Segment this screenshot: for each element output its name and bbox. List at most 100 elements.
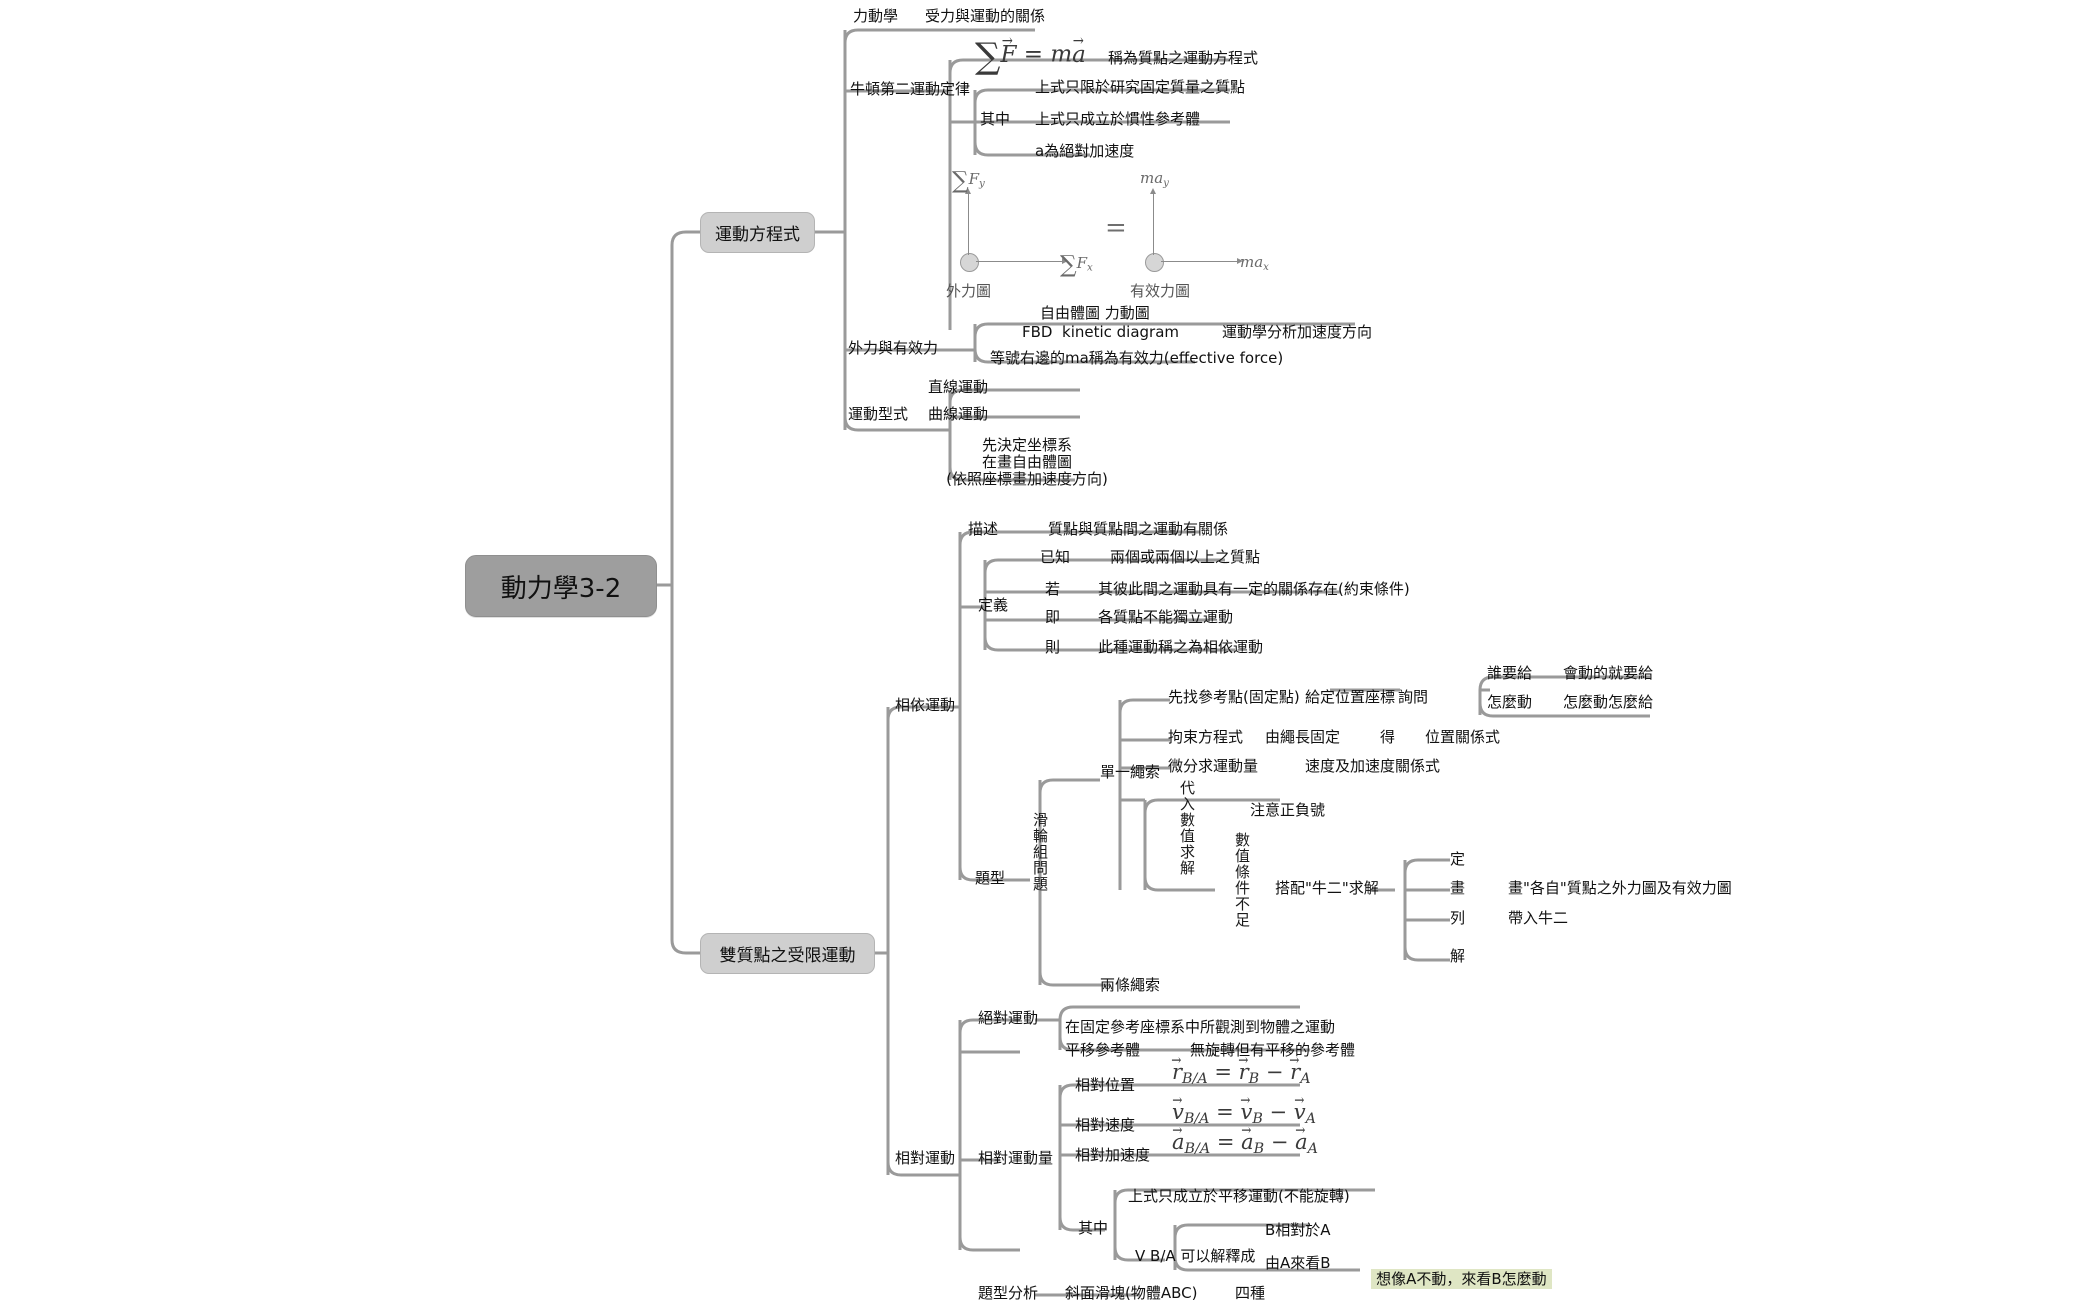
pair-row-key-2: 列	[1450, 909, 1466, 927]
relative-row-formula-2: aB/A = aB − aA	[1172, 1130, 1318, 1157]
vba-highlight-note: 想像A不動，來看B怎麼動	[1371, 1269, 1552, 1289]
label-problem-type: 題型	[975, 869, 1006, 887]
fbd-right-max: max	[1240, 253, 1269, 273]
single-rope-row-text-2: 速度及加速度關係式	[1305, 757, 1441, 775]
label-newton-formula-note: 稱為質點之運動方程式	[1108, 49, 1259, 67]
label-problem-analysis-count: 四種	[1235, 1284, 1266, 1302]
label-motion-type: 運動型式	[848, 405, 909, 423]
relative-row-key-1: 相對速度	[1075, 1116, 1136, 1134]
fbd-right-y-axis	[1153, 193, 1154, 255]
definition-row-text-2: 各質點不能獨立運動	[1098, 608, 1234, 626]
label-kinetics-desc: 受力與運動的關係	[925, 7, 1046, 25]
label-definition: 定義	[978, 596, 1009, 614]
fbd-right-may: may	[1140, 169, 1169, 189]
label-relative-quantity: 相對運動量	[978, 1149, 1054, 1167]
root-label: 動力學3-2	[500, 573, 622, 604]
label-absolute-motion: 絕對運動	[978, 1009, 1039, 1027]
label-newton-second-law: 牛頓第二運動定律	[850, 80, 971, 98]
label-problem-analysis: 題型分析	[978, 1284, 1039, 1302]
fbd-left-caption: 外力圖	[946, 282, 992, 300]
vba-row-key-1: 由A來看B	[1265, 1254, 1331, 1272]
label-translating-frame: 平移參考體	[1065, 1041, 1141, 1059]
branch-node-two-particle[interactable]: 雙質點之受限運動	[700, 933, 875, 974]
fbd-left-particle	[960, 253, 979, 272]
fbd-right-particle	[1145, 253, 1164, 272]
pair-row-key-1: 畫	[1450, 879, 1466, 897]
fbd-right-x-arrow	[1237, 258, 1243, 264]
label-ask: 詢問	[1398, 688, 1429, 706]
vba-row-value-1: 想像A不動，來看B怎麼動	[1352, 1254, 1552, 1305]
fbd-right-caption: 有效力圖	[1130, 282, 1191, 300]
fbd-left-sum-fx: ∑Fx	[1060, 251, 1093, 278]
pair-row-key-3: 解	[1450, 947, 1466, 965]
label-motion-type-item-1: 曲線運動	[928, 405, 989, 423]
vba-row-key-0: B相對於A	[1265, 1221, 1331, 1239]
formula-newton-second-law: ∑F = ma	[975, 36, 1086, 77]
label-among-2: 其中	[1078, 1219, 1109, 1237]
single-rope-row-key-1: 拘束方程式	[1168, 728, 1244, 746]
pair-row-value-1: 畫"各自"質點之外力圖及有效力圖	[1508, 879, 1732, 897]
fbd-figure: ∑Fy ∑Fx 外力圖 = may max 有效力圖	[940, 165, 1270, 300]
definition-row-text-3: 此種運動稱之為相依運動	[1098, 638, 1264, 656]
single-rope-row-text-1: 由繩長固定	[1265, 728, 1341, 746]
relative-row-key-2: 相對加速度	[1075, 1146, 1151, 1164]
ask-row-key-0: 誰要給	[1487, 664, 1533, 682]
definition-row-key-2: 即	[1045, 608, 1061, 626]
single-rope-row-text-0: 給定位置座標	[1305, 688, 1396, 706]
branch-label-motion-equation: 運動方程式	[715, 225, 800, 245]
root-node[interactable]: 動力學3-2	[465, 555, 657, 617]
single-rope-row-key-0: 先找參考點(固定點)	[1168, 688, 1300, 706]
fbd-right-x-axis	[1161, 261, 1239, 262]
branch-node-motion-equation[interactable]: 運動方程式	[700, 212, 815, 253]
label-vba-explain: V B/A 可以解釋成	[1135, 1247, 1256, 1265]
single-rope-row-key-2: 微分求運動量	[1168, 757, 1259, 775]
relative-row-formula-1: vB/A = vB − vA	[1172, 1100, 1316, 1127]
fbd-equals-sign: =	[1105, 213, 1127, 243]
label-among-1: 其中	[980, 110, 1011, 128]
label-fbd-line1: 自由體圖 力動圖	[1040, 304, 1150, 322]
label-problem-analysis-text: 斜面滑塊(物體ABC)	[1065, 1284, 1198, 1302]
label-motion-type-note: 先決定坐標系 在畫自由體圖 (依照座標畫加速度方向)	[946, 436, 1108, 488]
label-fbd-line2: FBD kinetic diagram	[1022, 323, 1180, 341]
relative-row-key-0: 相對位置	[1075, 1076, 1136, 1094]
ask-row-value-0: 會動的就要給	[1563, 664, 1654, 682]
pair-row-value-2: 帶入牛二	[1508, 909, 1569, 927]
definition-row-key-1: 若	[1045, 580, 1061, 598]
fbd-left-y-axis	[968, 193, 969, 255]
label-external-effective-force: 外力與有效力	[848, 339, 939, 357]
label-pair-newton2: 搭配"牛二"求解	[1275, 879, 1379, 897]
label-dependent-motion: 相依運動	[895, 696, 956, 714]
fbd-left-x-axis	[976, 261, 1064, 262]
label-kinematics-note: 運動學分析加速度方向	[1222, 323, 1373, 341]
definition-row-text-0: 兩個或兩個以上之質點	[1110, 548, 1261, 566]
definition-row-key-0: 已知	[1040, 548, 1071, 566]
single-rope-row-text2-1: 得	[1380, 728, 1396, 746]
definition-row-key-3: 則	[1045, 638, 1061, 656]
fbd-right-y-arrow	[1150, 188, 1156, 194]
ask-row-value-1: 怎麼動怎麼給	[1563, 693, 1654, 711]
label-single-rope: 單一繩索	[1100, 763, 1161, 781]
label-among-item-0: 上式只限於研究固定質量之質點	[1035, 78, 1246, 96]
single-rope-row-text3-1: 位置關係式	[1425, 728, 1501, 746]
label-among-item-1: 上式只成立於慣性參考體	[1035, 110, 1201, 128]
label-double-rope: 兩條繩索	[1100, 976, 1161, 994]
label-describe: 描述	[968, 520, 999, 538]
label-kinetics: 力動學	[853, 7, 899, 25]
ask-row-key-1: 怎麼動	[1487, 693, 1533, 711]
fbd-left-y-arrow	[965, 188, 971, 194]
label-pulley-problem: 滑 輪 組 問 題	[1033, 811, 1049, 893]
label-sign-note: 注意正負號	[1250, 801, 1326, 819]
label-external-effective-desc: 等號右邊的ma稱為有效力(effective force)	[990, 349, 1284, 367]
label-motion-type-item-0: 直線運動	[928, 378, 989, 396]
fbd-left-sum-fy: ∑Fy	[952, 167, 985, 194]
label-substitute-solve: 代 入 數 值 求 解	[1180, 779, 1196, 877]
definition-row-text-1: 其彼此間之運動具有一定的關係存在(約束條件)	[1098, 580, 1410, 598]
label-among-item-2: a為絕對加速度	[1035, 142, 1135, 160]
label-insufficient-values: 數 值 條 件 不 足	[1235, 831, 1251, 929]
relative-row-formula-0: rB/A = rB − rA	[1172, 1060, 1311, 1087]
label-among-2-note: 上式只成立於平移運動(不能旋轉)	[1128, 1187, 1350, 1205]
label-translating-frame-text: 無旋轉但有平移的參考體	[1190, 1041, 1356, 1059]
label-absolute-motion-text: 在固定參考座標系中所觀測到物體之運動	[1065, 1018, 1336, 1036]
label-relative-motion: 相對運動	[895, 1149, 956, 1167]
